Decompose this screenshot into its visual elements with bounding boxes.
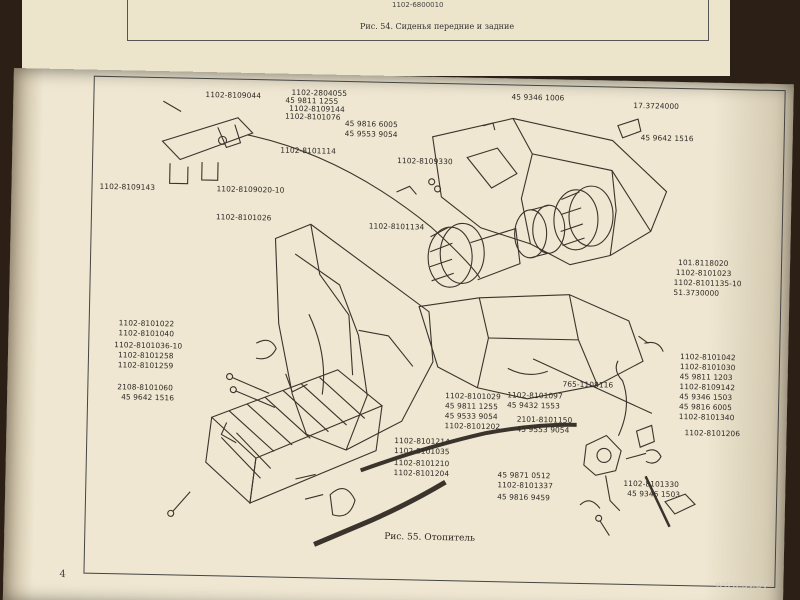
callout: 1102-8101036-10 bbox=[114, 340, 183, 351]
callout: 17.3724000 bbox=[633, 100, 680, 111]
callout: 1102-8101035 bbox=[393, 446, 450, 457]
callout: 1102-8101114 bbox=[280, 145, 337, 156]
callout: 1102-8109330 bbox=[397, 156, 453, 167]
callout: 45 9811 1203 bbox=[679, 372, 733, 383]
previous-part-number: 1102-6800010 bbox=[392, 1, 444, 9]
callout: 1102-8101259 bbox=[117, 360, 174, 371]
callout: 45 9816 9459 bbox=[497, 492, 551, 503]
callout: 1102-8101210 bbox=[393, 458, 450, 469]
callout: 45 9346 1503 bbox=[679, 392, 733, 403]
callout: 1102-8101042 bbox=[680, 352, 736, 363]
callout: 1102-8101030 bbox=[679, 362, 736, 373]
callout: 1102-8101097 bbox=[507, 390, 563, 401]
callout: 1102-8109020-10 bbox=[216, 184, 285, 195]
callout: 1102-8101040 bbox=[118, 328, 175, 339]
callout: 1102-8101258 bbox=[117, 350, 174, 361]
callout: 1102-8101214 bbox=[394, 436, 450, 447]
callout: 45 9642 1516 bbox=[121, 392, 175, 403]
callout: 45 9816 6005 bbox=[678, 402, 733, 413]
callout: 45 9553 9054 bbox=[344, 128, 398, 140]
callout: 1102-8101023 bbox=[675, 267, 732, 279]
callout: 1102-8101134 bbox=[368, 221, 425, 232]
watermark: www.ay.by bbox=[715, 580, 768, 591]
callout: 1102-8101076 bbox=[284, 111, 341, 122]
callout: 1102-8101026 bbox=[215, 212, 272, 223]
blower-wheel-left bbox=[427, 222, 485, 288]
callout: 2101-8101150 bbox=[516, 414, 573, 425]
callout: 1102-8109142 bbox=[679, 382, 736, 393]
callout: 1102-8109044 bbox=[205, 90, 262, 101]
callout: 45 9432 1553 bbox=[506, 400, 561, 411]
previous-page: 1102-6800010 Рис. 54. Сиденья передние и… bbox=[22, 0, 730, 76]
callout: 1102-8109143 bbox=[99, 181, 156, 192]
callout: 45 9816 6005 bbox=[344, 118, 398, 130]
callout: 1102-8101022 bbox=[118, 318, 175, 329]
callout: 45 9642 1516 bbox=[640, 133, 694, 144]
callout: 1102-8101330 bbox=[623, 478, 680, 490]
callout: 2108-8101060 bbox=[117, 382, 174, 393]
callout: 51.3730000 bbox=[673, 287, 720, 298]
callout: 765-1108116 bbox=[562, 379, 614, 390]
callout: 45 9346 1006 bbox=[511, 92, 565, 103]
previous-figure-frame bbox=[127, 0, 709, 41]
heater-valve bbox=[583, 360, 647, 512]
callout: 45 9871 0512 bbox=[497, 470, 551, 481]
callout: 45 9553 9054 bbox=[516, 424, 570, 435]
callout: 1102-8101202 bbox=[444, 421, 501, 432]
callout: 101.8118020 bbox=[677, 257, 729, 269]
callout: 45 9811 1255 bbox=[444, 401, 499, 412]
heater-exploded-drawing bbox=[161, 100, 696, 547]
page-mark: 4 bbox=[59, 569, 66, 581]
callout: 1102-8101029 bbox=[445, 391, 501, 402]
blower-motor bbox=[514, 204, 566, 259]
callout: 1102-8101206 bbox=[684, 428, 741, 439]
blower-wheel-right bbox=[553, 185, 614, 251]
callout: 1102-8101204 bbox=[393, 468, 450, 479]
callout: 1102-8101135-10 bbox=[673, 277, 742, 289]
heater-radiator bbox=[205, 369, 384, 505]
callout: 1102-8101340 bbox=[678, 412, 735, 423]
previous-figure-caption: Рис. 54. Сиденья передние и задние bbox=[360, 22, 515, 31]
callout: 45 9346 1503 bbox=[627, 488, 681, 500]
callout: 45 9533 9054 bbox=[444, 411, 498, 422]
manual-page: 1102-8109044 1102-2804055 45 9811 1255 1… bbox=[2, 68, 794, 600]
figure-caption: Рис. 55. Отопитель bbox=[384, 531, 476, 544]
callout: 1102-8101337 bbox=[497, 480, 554, 491]
